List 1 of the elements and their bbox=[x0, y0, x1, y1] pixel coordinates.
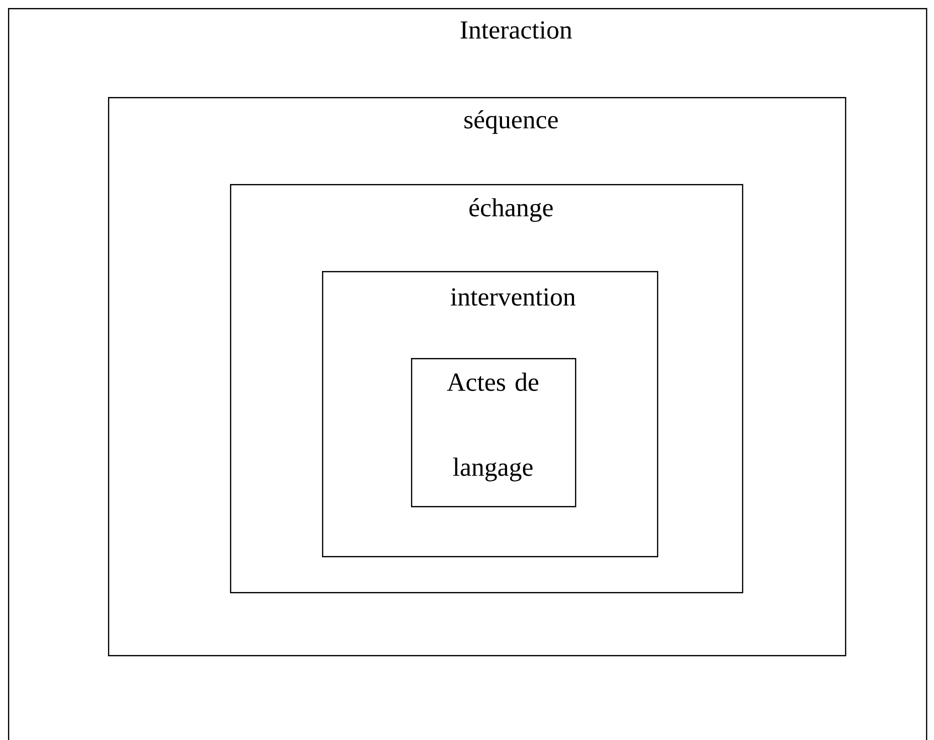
nested-box: Actes de langage bbox=[411, 358, 576, 508]
